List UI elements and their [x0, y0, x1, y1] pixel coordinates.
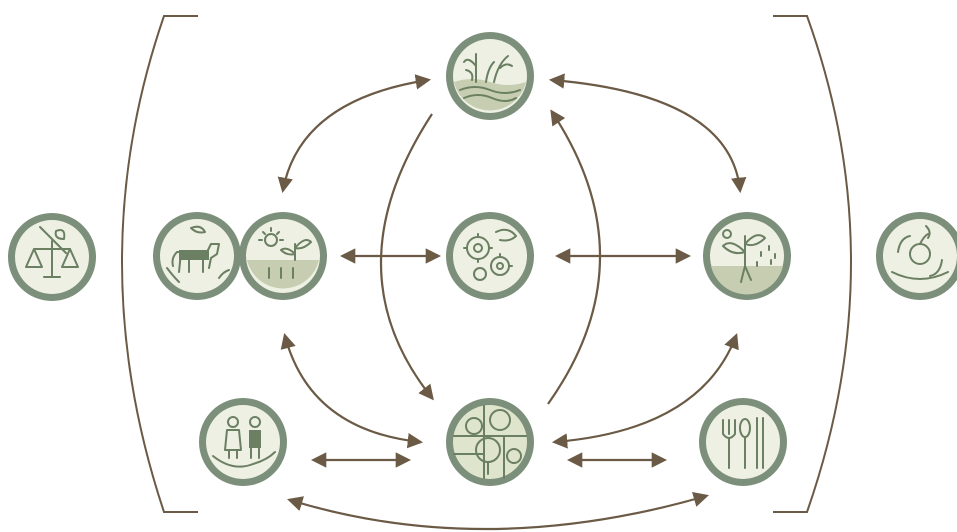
right-bracket [773, 15, 852, 513]
water-plants-icon [454, 53, 526, 111]
node-climate [703, 212, 791, 300]
arrow-water-animals [277, 74, 432, 194]
node-land [446, 398, 534, 486]
node-water [446, 32, 534, 120]
node-crops [239, 212, 327, 300]
apple-cycle-icon [891, 225, 949, 280]
arrow-climate-land [551, 333, 739, 449]
gears-icon [463, 228, 517, 281]
arrow-land-water [547, 109, 602, 405]
node-animals [153, 212, 241, 300]
arrow-people-food [287, 492, 709, 531]
sun-seedling-icon [247, 227, 319, 289]
node-justice [8, 213, 96, 301]
arrows [277, 73, 747, 531]
node-circularity [876, 212, 957, 300]
scales-leaf-icon [25, 226, 79, 278]
trees-parcels-icon [453, 405, 527, 479]
left-bracket [121, 15, 198, 513]
cutlery-icon [722, 417, 764, 469]
arrow-animals-land [280, 333, 424, 449]
node-people [199, 398, 287, 486]
node-technology [446, 212, 534, 300]
cattle-icon [166, 225, 230, 283]
node-food [699, 398, 787, 486]
plant-rain-icon [711, 229, 783, 295]
farmers-hand-icon [212, 416, 276, 468]
arrow-water-climate [548, 73, 747, 194]
